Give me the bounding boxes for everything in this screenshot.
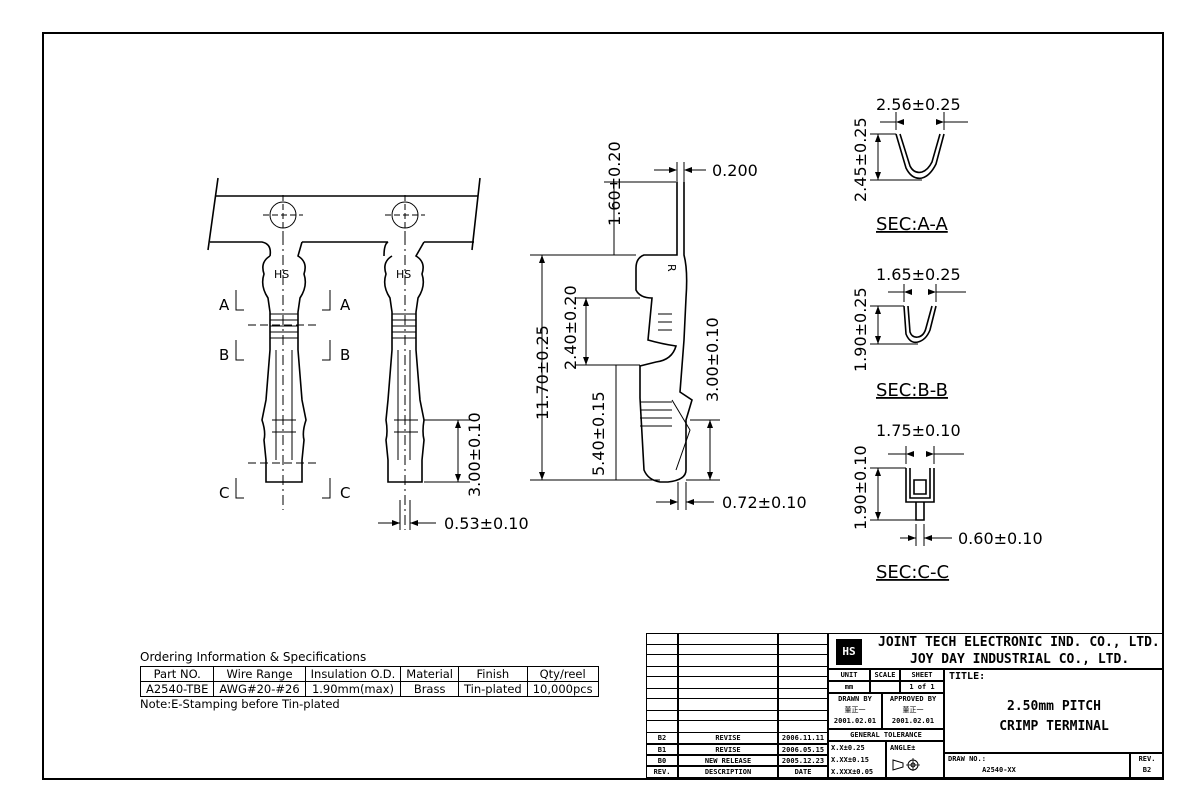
sec-b-title: SEC:B-B (876, 380, 948, 401)
header-insulation: Insulation O.D. (304, 666, 402, 682)
dim-bottom-thickness: 0.72±0.10 (722, 493, 807, 512)
cell-wire-range: AWG#20-#26 (213, 681, 306, 697)
rev-row-3-desc: NEW RELEASE (678, 755, 778, 766)
sec-a-width: 2.56±0.25 (876, 95, 961, 114)
unit-value: mm (828, 681, 870, 693)
dim-pin-width: 0.53±0.10 (444, 514, 529, 533)
sec-a-height: 2.45±0.25 (851, 117, 870, 202)
dim-total-length: 11.70±0.25 (533, 325, 552, 420)
section-b-b: 1.65±0.25 1.90±0.25 SEC:B-B (851, 265, 966, 401)
cell-finish: Tin-plated (458, 681, 528, 697)
unit-label: UNIT (828, 669, 870, 681)
sec-a-title: SEC:A-A (876, 214, 948, 235)
sec-c-height: 1.90±0.10 (851, 445, 870, 530)
rev-value: B2 (1142, 766, 1152, 774)
drawn-date: 2001.02.01 (833, 717, 877, 725)
approved-date: 2001.02.01 (891, 717, 935, 725)
rev-row-2-desc: REVISE (678, 744, 778, 755)
title-line-1: 2.50mm PITCH (1007, 699, 1101, 714)
ordering-info: Ordering Information & Specifications Pa… (139, 650, 599, 711)
sec-c-pin-width: 0.60±0.10 (958, 529, 1043, 548)
carrier-bottom-edge (210, 241, 474, 257)
carrier-break-lines (207, 177, 481, 251)
rev-row-1-date: 2006.11.11 (778, 732, 828, 744)
dim-lower-height: 5.40±0.15 (589, 391, 608, 476)
drawing-no-label: DRAW NO.: (948, 755, 986, 763)
title-label: TITLE: (949, 671, 986, 682)
company-line-1: JOINT TECH ELECTRONIC IND. CO., LTD. (878, 635, 1160, 650)
dim-top-height: 1.60±0.20 (605, 141, 624, 226)
rev-label: REV. (1138, 755, 1156, 763)
scale-value (870, 681, 900, 693)
side-profile-outline (635, 182, 693, 483)
sec-b-width: 1.65±0.25 (876, 265, 961, 284)
cell-insulation: 1.90mm(max) (304, 681, 402, 697)
ordering-title: Ordering Information & Specifications (140, 650, 367, 664)
rev-row-3-date: 2005.12.23 (778, 755, 828, 766)
terminal-2-stamp: HS (396, 268, 411, 281)
rev-header-desc: DESCRIPTION (678, 766, 778, 778)
title-block: B2 REVISE 2006.11.11 B1 REVISE 2006.05.1… (646, 633, 1164, 778)
rev-row-2-date: 2006.05.15 (778, 744, 828, 755)
terminal-1-outline (261, 241, 307, 483)
header-material: Material (400, 666, 459, 682)
rev-row-1-desc: REVISE (678, 732, 778, 744)
dim-thickness: 0.200 (712, 161, 758, 180)
section-mark-a-left: A (219, 296, 230, 314)
side-view: R 0.200 1.60±0.20 11.70±0.25 2.40±0.20 5… (530, 141, 807, 512)
angle-label: ANGLE± (890, 744, 916, 752)
rev-row-2-rev: B1 (646, 744, 678, 755)
sec-b-height: 1.90±0.25 (851, 287, 870, 372)
sheet-value: 1 of 1 (900, 681, 944, 693)
header-part-no: Part NO. (139, 666, 215, 682)
ordering-note: Note:E-Stamping before Tin-plated (140, 697, 340, 711)
section-mark-a-right: A (340, 296, 351, 314)
drawing-border (42, 32, 1164, 780)
table-row: A2540-TBE AWG#20-#26 1.90mm(max) Brass T… (139, 681, 599, 697)
rev-row-1-rev: B2 (646, 732, 678, 744)
header-wire-range: Wire Range (213, 666, 306, 682)
section-mark-b-left: B (219, 346, 229, 364)
tolerance-3: X.XXX±0.05 (831, 768, 874, 776)
cell-part-no: A2540-TBE (139, 681, 215, 697)
approved-by-name: 董正一 (902, 706, 924, 714)
side-stamp: R (665, 264, 678, 272)
company-logo: HS (836, 639, 862, 665)
terminal-2-outline (383, 241, 425, 483)
spec-table: Part NO. Wire Range Insulation O.D. Mate… (139, 666, 599, 697)
projection-symbol-icon (892, 758, 920, 771)
dim-mid-height: 2.40±0.20 (561, 285, 580, 370)
section-c-c: 1.75±0.10 1.90±0.10 0.60±0.10 SEC:C-C (851, 421, 1043, 583)
section-a-a: 2.56±0.25 2.45±0.25 SEC:A-A (851, 95, 968, 235)
drawing-no: A2540-XX (982, 766, 1016, 774)
header-qty: Qty/reel (526, 666, 599, 682)
general-tolerance-label: GENERAL TOLERANCE (828, 729, 944, 741)
section-mark-c-right: C (340, 484, 350, 502)
spec-table-header: Part NO. Wire Range Insulation O.D. Mate… (139, 666, 599, 682)
section-mark-c-left: C (219, 484, 229, 502)
section-mark-b-right: B (340, 346, 350, 364)
rev-row-3-rev: B0 (646, 755, 678, 766)
header-finish: Finish (458, 666, 528, 682)
company-line-2: JOY DAY INDUSTRIAL CO., LTD. (910, 652, 1130, 667)
scale-label: SCALE (870, 669, 900, 681)
title-line-2: CRIMP TERMINAL (999, 719, 1109, 734)
terminal-1-stamp: HS (274, 268, 289, 281)
drawn-by-label: DRAWN BY (838, 695, 872, 703)
sec-c-width: 1.75±0.10 (876, 421, 961, 440)
sec-c-title: SEC:C-C (876, 562, 949, 583)
dim-crimp-length: 3.00±0.10 (465, 412, 484, 497)
approved-by-label: APPROVED BY (889, 695, 937, 703)
sheet-label: SHEET (900, 669, 944, 681)
tolerance-2: X.XX±0.15 (831, 756, 869, 764)
drawn-by-name: 董正一 (844, 706, 866, 714)
dim-right-height: 3.00±0.10 (703, 317, 722, 402)
front-view: A A B B C C HS HS 3.00±0.10 0.53±0.10 (207, 177, 529, 533)
cell-material: Brass (400, 681, 459, 697)
cell-qty: 10,000pcs (526, 681, 599, 697)
rev-header-date: DATE (778, 766, 828, 778)
rev-header-rev: REV. (646, 766, 678, 778)
tolerance-1: X.X±0.25 (831, 744, 865, 752)
